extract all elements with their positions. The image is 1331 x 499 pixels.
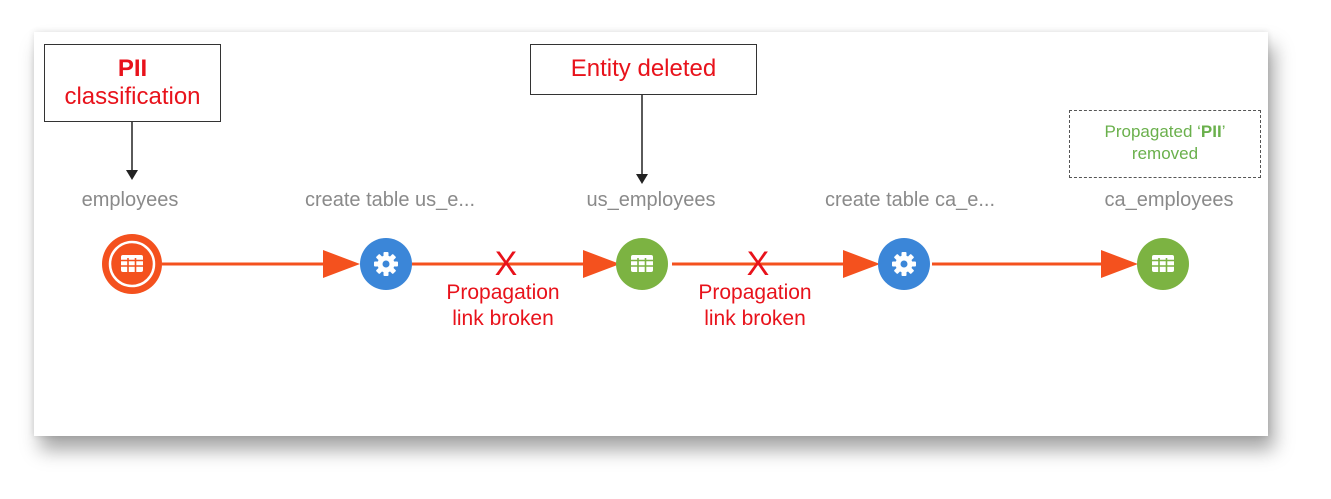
node-label-us-employees: us_employees <box>586 189 716 211</box>
pii-label: PII <box>117 55 148 82</box>
table-icon <box>631 255 653 272</box>
table-icon <box>1152 255 1174 272</box>
table-icon <box>121 255 143 272</box>
node-label-create-ca: create table ca_e... <box>824 189 996 211</box>
gear-icon <box>892 252 916 276</box>
node-us-employees[interactable] <box>616 238 668 290</box>
node-label-create-us: create table us_e... <box>304 189 476 211</box>
propagated-pii: PII <box>1200 122 1222 141</box>
annotation-pointer-deleted <box>636 95 648 184</box>
node-label-ca-employees: ca_employees <box>1104 189 1234 211</box>
annotation-pointer-pii <box>126 122 138 180</box>
broken-link-label-2: Propagation link broken <box>675 280 835 332</box>
edge-create-us-to-us-employees <box>412 250 620 278</box>
pii-classification-box: PII classification <box>44 44 221 122</box>
edge-employees-to-create-us <box>162 250 360 278</box>
broken-link-label-1: Propagation link broken <box>423 280 583 332</box>
broken-link-2-line2: link broken <box>704 307 806 330</box>
broken-link-2-line1: Propagation <box>698 281 812 304</box>
classification-label: classification <box>64 83 201 110</box>
node-ca-employees[interactable] <box>1137 238 1189 290</box>
broken-mark-2: X <box>747 245 770 283</box>
edge-us-employees-to-create-ca <box>672 250 880 278</box>
gear-icon <box>374 252 398 276</box>
broken-link-1-line2: link broken <box>452 307 554 330</box>
propagated-post: ’ <box>1221 122 1226 141</box>
propagated-removed-label: removed <box>1131 144 1199 163</box>
node-create-us[interactable] <box>360 238 412 290</box>
node-label-employees: employees <box>81 189 179 211</box>
broken-mark-1: X <box>495 245 518 283</box>
node-create-ca[interactable] <box>878 238 930 290</box>
edge-create-ca-to-ca-employees <box>932 250 1138 278</box>
lineage-panel <box>34 32 1268 436</box>
propagated-pre: Propagated ‘ <box>1104 122 1201 141</box>
broken-link-1-line1: Propagation <box>446 281 560 304</box>
entity-deleted-label: Entity deleted <box>570 55 717 82</box>
entity-deleted-box: Entity deleted <box>530 44 757 95</box>
node-employees[interactable] <box>102 234 162 294</box>
propagated-removed-box: Propagated ‘PII’ removed <box>1069 110 1261 178</box>
